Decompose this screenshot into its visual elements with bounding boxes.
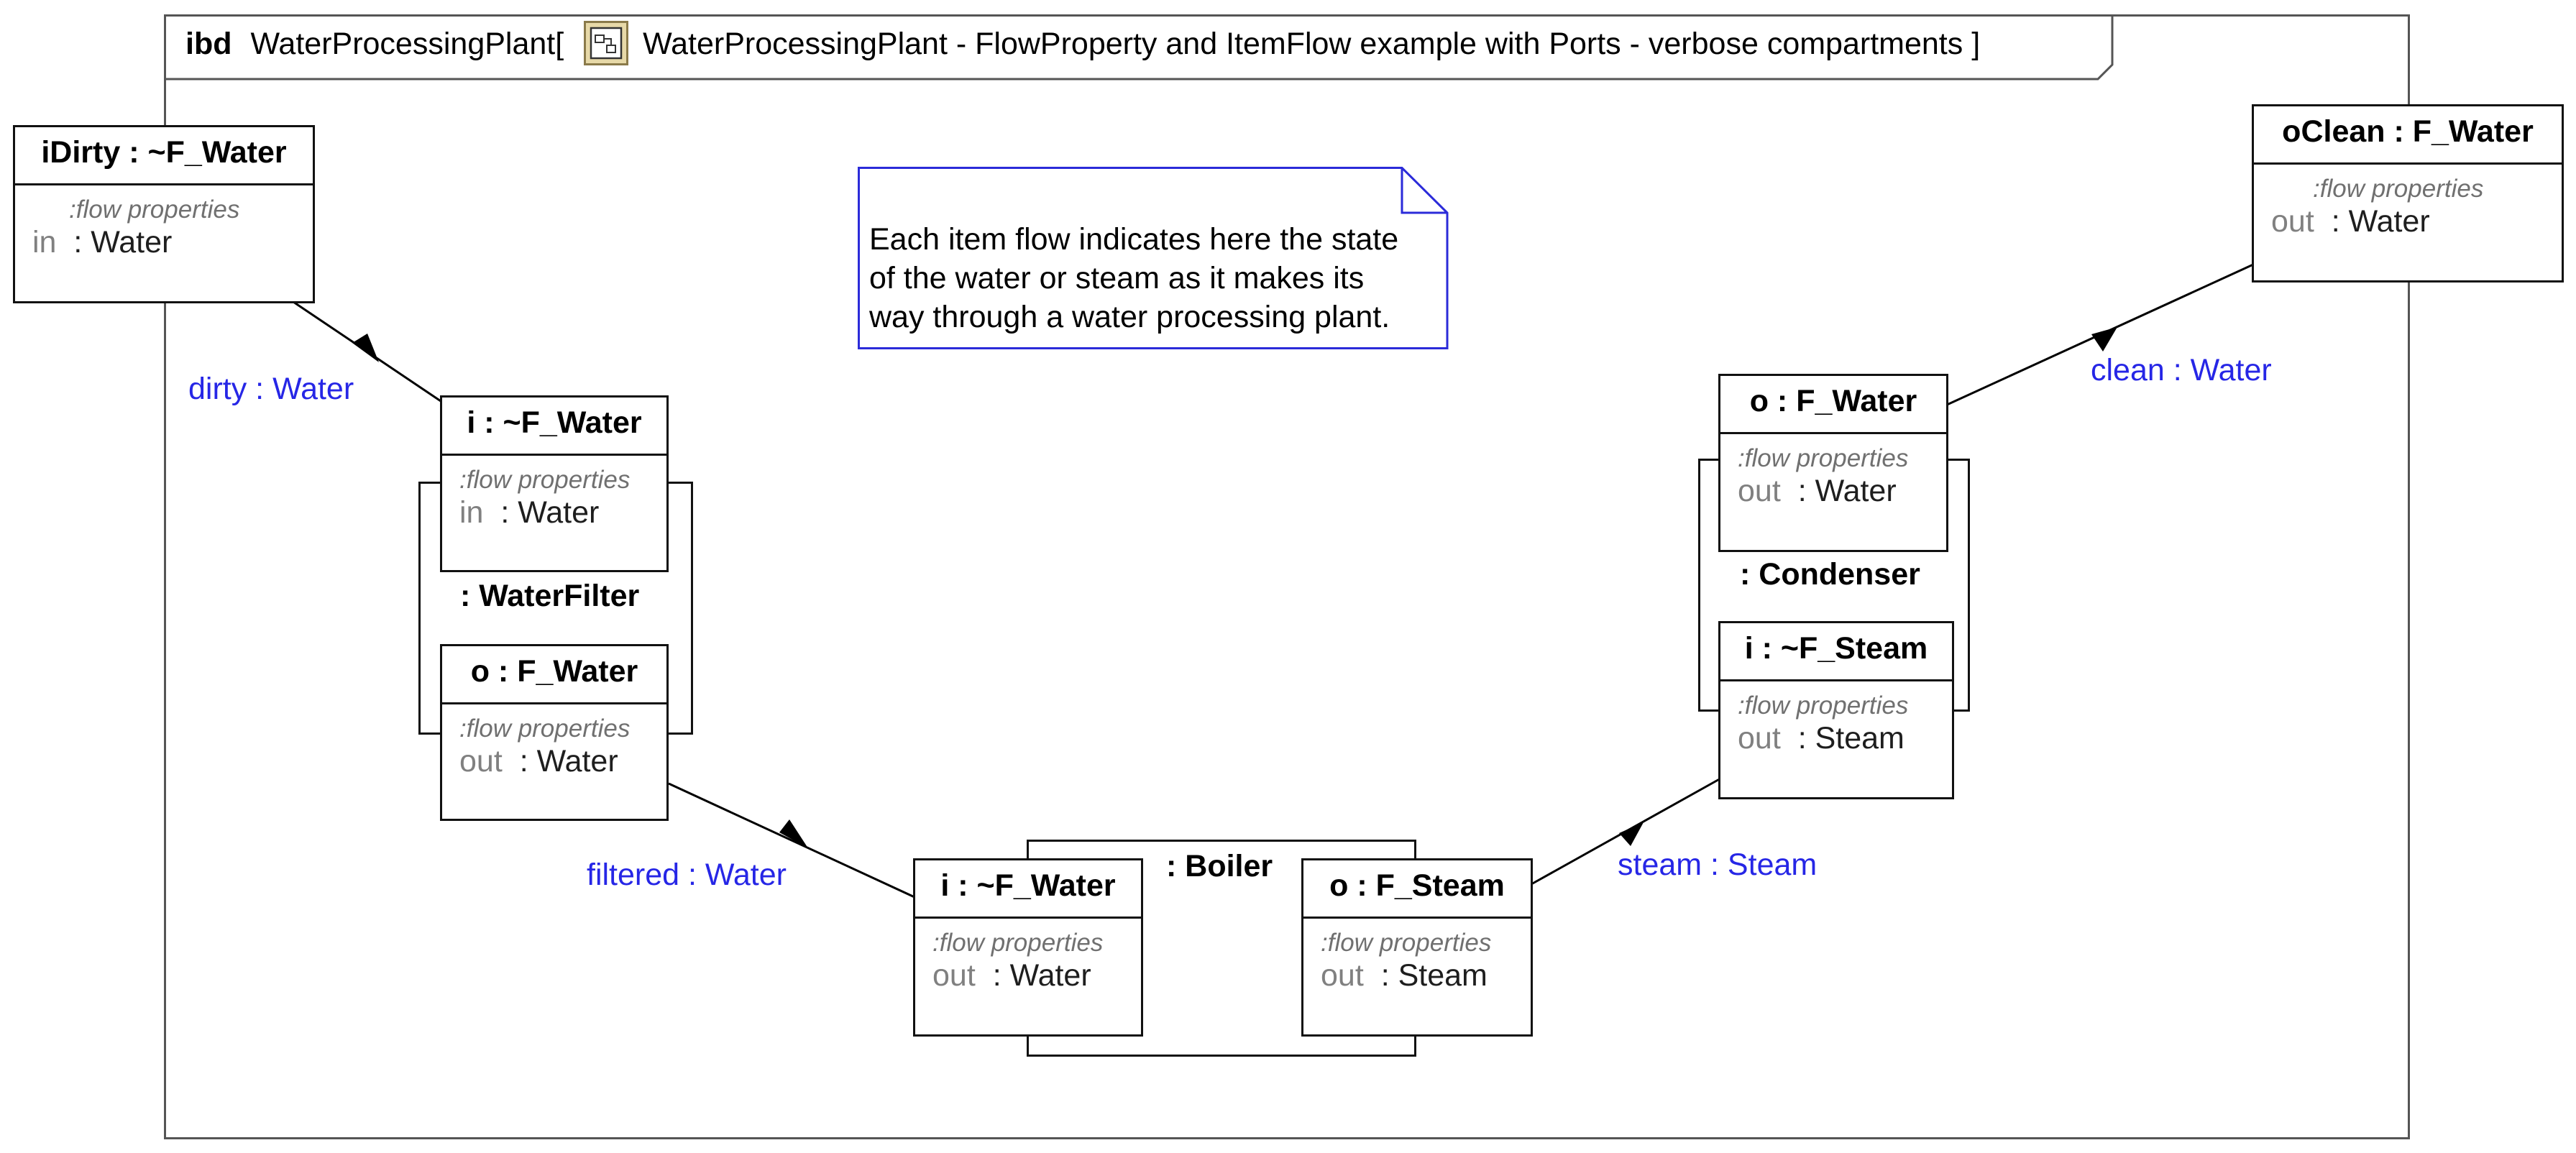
port-compartment: :flow properties out : Water (442, 702, 666, 777)
flow-arrow-dirty (352, 334, 379, 362)
note-shape (858, 167, 1449, 349)
flow-direction: out (1738, 721, 1781, 755)
port-boiler-in[interactable]: i : ~F_Water :flow properties out : Wate… (913, 858, 1143, 1037)
port-boiler-out[interactable]: o : F_Steam :flow properties out : Steam (1301, 858, 1533, 1037)
port-title: oClean : F_Water (2282, 114, 2534, 149)
flow-properties-label: :flow properties (932, 929, 1104, 957)
port-compartment: :flow properties in : Water (442, 454, 666, 528)
flow-type: : Water (1797, 474, 1897, 508)
port-compartment: :flow properties out : Steam (1720, 679, 1952, 754)
flow-direction: in (32, 225, 57, 259)
port-title: o : F_Water (470, 654, 638, 689)
port-water-filter-out[interactable]: o : F_Water :flow properties out : Water (440, 644, 669, 821)
frame-header: ibd WaterProcessingPlant[ WaterProcessin… (185, 20, 1981, 66)
flow-type: : Water (519, 744, 618, 778)
flow-type: : Water (2331, 204, 2430, 239)
note-line: Each item flow indicates here the state (869, 222, 1399, 257)
flow-direction: out (1738, 474, 1781, 508)
part-name-condenser: : Condenser (1740, 557, 1920, 592)
flow-properties-label: :flow properties (2313, 175, 2484, 203)
frame-name: WaterProcessingPlant (250, 27, 556, 61)
flow-properties-label: :flow properties (69, 196, 240, 224)
port-oclean[interactable]: oClean : F_Water :flow properties out : … (2252, 104, 2564, 282)
note-line: of the water or steam as it makes its (869, 261, 1365, 295)
diagram-frame (164, 14, 2410, 1139)
flow-property: in : Water (459, 497, 599, 528)
frame-close-bracket: ] (1971, 27, 1981, 61)
flow-property: out : Steam (1321, 960, 1488, 991)
port-title: i : ~F_Water (940, 868, 1116, 903)
item-flow-label-dirty: dirty : Water (188, 372, 354, 406)
flow-type: : Water (73, 225, 173, 259)
flow-property: in : Water (32, 227, 172, 258)
port-compartment: :flow properties out : Water (2254, 162, 2562, 237)
flow-properties-label: :flow properties (1738, 444, 1909, 472)
flow-property: out : Steam (1738, 723, 1905, 754)
flow-arrow-filtered (779, 819, 808, 848)
port-idirty[interactable]: iDirty : ~F_Water :flow properties in : … (13, 125, 315, 303)
flow-properties-label: :flow properties (459, 715, 631, 743)
flow-type: : Steam (1380, 958, 1488, 993)
flow-arrow-clean (2091, 327, 2117, 352)
port-condenser-out[interactable]: o : F_Water :flow properties out : Water (1718, 374, 1948, 552)
frame-header-tab (164, 14, 2114, 81)
port-title: o : F_Water (1749, 384, 1917, 418)
item-flow-label-steam: steam : Steam (1618, 847, 1818, 882)
frame-kind: ibd (185, 27, 232, 61)
flow-direction: out (1321, 958, 1364, 993)
port-compartment: :flow properties out : Steam (1303, 917, 1531, 991)
item-flow-label-clean: clean : Water (2091, 353, 2272, 387)
flow-direction: out (932, 958, 976, 993)
flow-type: : Water (992, 958, 1091, 993)
port-title: i : ~F_Water (467, 405, 642, 440)
port-water-filter-in[interactable]: i : ~F_Water :flow properties in : Water (440, 395, 669, 572)
flow-type: : Water (500, 495, 600, 530)
port-title: o : F_Steam (1329, 868, 1505, 903)
item-flow-label-filtered: filtered : Water (587, 858, 787, 892)
flow-property: out : Water (459, 746, 618, 777)
internal-block-diagram-icon (584, 20, 629, 65)
flow-properties-label: :flow properties (1321, 929, 1492, 957)
flow-property: out : Water (932, 960, 1091, 991)
port-compartment: :flow properties out : Water (1720, 432, 1946, 507)
flow-property: out : Water (2271, 206, 2430, 237)
flow-type: : Steam (1797, 721, 1905, 755)
port-title: i : ~F_Steam (1744, 631, 1928, 666)
port-title: iDirty : ~F_Water (41, 135, 287, 170)
note-line: way through a water processing plant. (869, 300, 1390, 334)
flow-properties-label: :flow properties (1738, 692, 1909, 720)
flow-direction: out (2271, 204, 2314, 239)
flow-property: out : Water (1738, 476, 1897, 507)
note-text: Each item flow indicates here the state … (869, 220, 1437, 336)
port-compartment: :flow properties out : Water (915, 917, 1141, 991)
port-compartment: :flow properties in : Water (15, 183, 313, 258)
connector-filtered (668, 782, 915, 899)
flow-direction: out (459, 744, 503, 778)
part-name-water-filter: : WaterFilter (460, 579, 640, 613)
frame-diagram-title: WaterProcessingPlant - FlowProperty and … (643, 27, 1963, 61)
part-name-boiler: : Boiler (1166, 849, 1273, 883)
frame-open-bracket: [ (555, 27, 564, 61)
flow-direction: in (459, 495, 484, 530)
flow-arrow-steam (1619, 822, 1644, 846)
flow-properties-label: :flow properties (459, 466, 631, 494)
port-condenser-in[interactable]: i : ~F_Steam :flow properties out : Stea… (1718, 621, 1954, 799)
